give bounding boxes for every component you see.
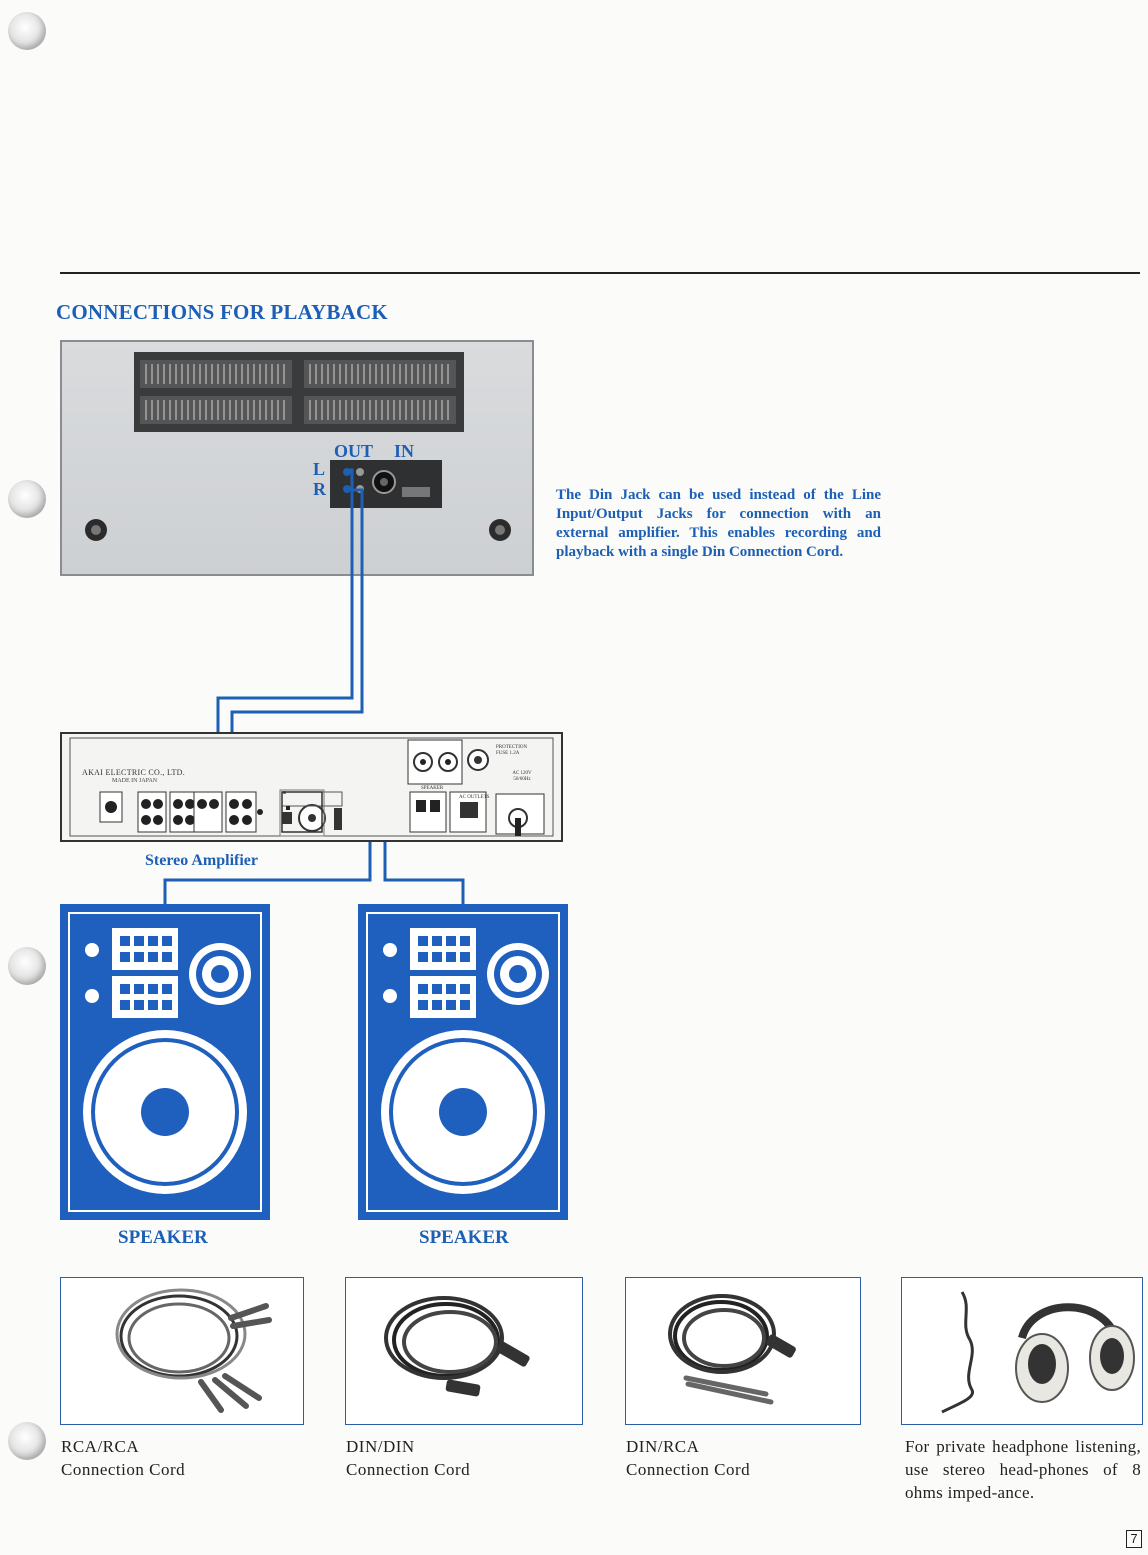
din-rca-caption-desc: Connection Cord (626, 1460, 751, 1479)
amp-protection-label: PROTECTION FUSE 1.2A (496, 745, 528, 756)
deck-right-label: R (313, 479, 326, 499)
din-din-caption-type: DIN/DIN (346, 1437, 415, 1456)
section-title: CONNECTIONS FOR PLAYBACK (56, 300, 388, 324)
binder-hole-4 (8, 1422, 46, 1460)
rca-rca-caption-desc: Connection Cord (61, 1460, 186, 1479)
din-din-caption: DIN/DIN Connection Cord (346, 1435, 470, 1481)
amp-speaker-label: SPEAKER (421, 786, 444, 791)
din-rca-caption-type: DIN/RCA (626, 1437, 700, 1456)
din-jack-description: The Din Jack can be used instead of the … (556, 487, 881, 560)
deck-in-label: IN (394, 441, 415, 461)
binder-hole-2 (8, 480, 46, 518)
din-rca-caption: DIN/RCA Connection Cord (626, 1435, 750, 1481)
speaker-left (60, 904, 270, 1220)
rca-rca-caption-type: RCA/RCA (61, 1437, 140, 1456)
binder-hole-1 (8, 12, 46, 50)
speaker-right-illustration (358, 904, 568, 1220)
din-din-caption-desc: Connection Cord (346, 1460, 471, 1479)
speaker-left-label: SPEAKER (118, 1227, 208, 1248)
rca-rca-cord-photo (60, 1277, 304, 1425)
amp-brand-plate: AKAI ELECTRIC CO., LTD. (82, 768, 186, 777)
binder-hole-3 (8, 947, 46, 985)
amp-ac-label: AC 120V 50/60Hz (512, 771, 532, 782)
din-din-cord-illustration (384, 1296, 530, 1397)
deck-left-label: L (313, 459, 326, 479)
page-number: 7 (1126, 1530, 1142, 1548)
headphone-illustration (941, 1291, 1135, 1414)
top-rule (60, 272, 1140, 274)
deck-out-label: OUT (334, 441, 374, 461)
tape-deck-illustration (85, 352, 511, 541)
din-rca-cord-illustration (668, 1294, 796, 1405)
rca-rca-caption: RCA/RCA Connection Cord (61, 1435, 185, 1481)
stereo-amplifier-rear-panel (60, 732, 563, 842)
rca-cord-illustration (115, 1288, 272, 1413)
tape-deck-rear-panel (60, 340, 534, 576)
din-din-cord-photo (345, 1277, 583, 1425)
headphone-photo (901, 1277, 1143, 1425)
amp-ac-outlets-label: AC OUTLETS (459, 795, 490, 800)
speaker-right-label: SPEAKER (419, 1227, 509, 1248)
din-rca-cord-photo (625, 1277, 861, 1425)
amplifier-illustration (60, 732, 563, 842)
stereo-amplifier-label: Stereo Amplifier (145, 852, 259, 869)
headphone-caption: For private headphone listening, use ste… (905, 1437, 1141, 1502)
amp-plate-sub: MADE IN JAPAN (112, 778, 158, 784)
speaker-right (358, 904, 568, 1220)
speaker-left-illustration (60, 904, 270, 1220)
